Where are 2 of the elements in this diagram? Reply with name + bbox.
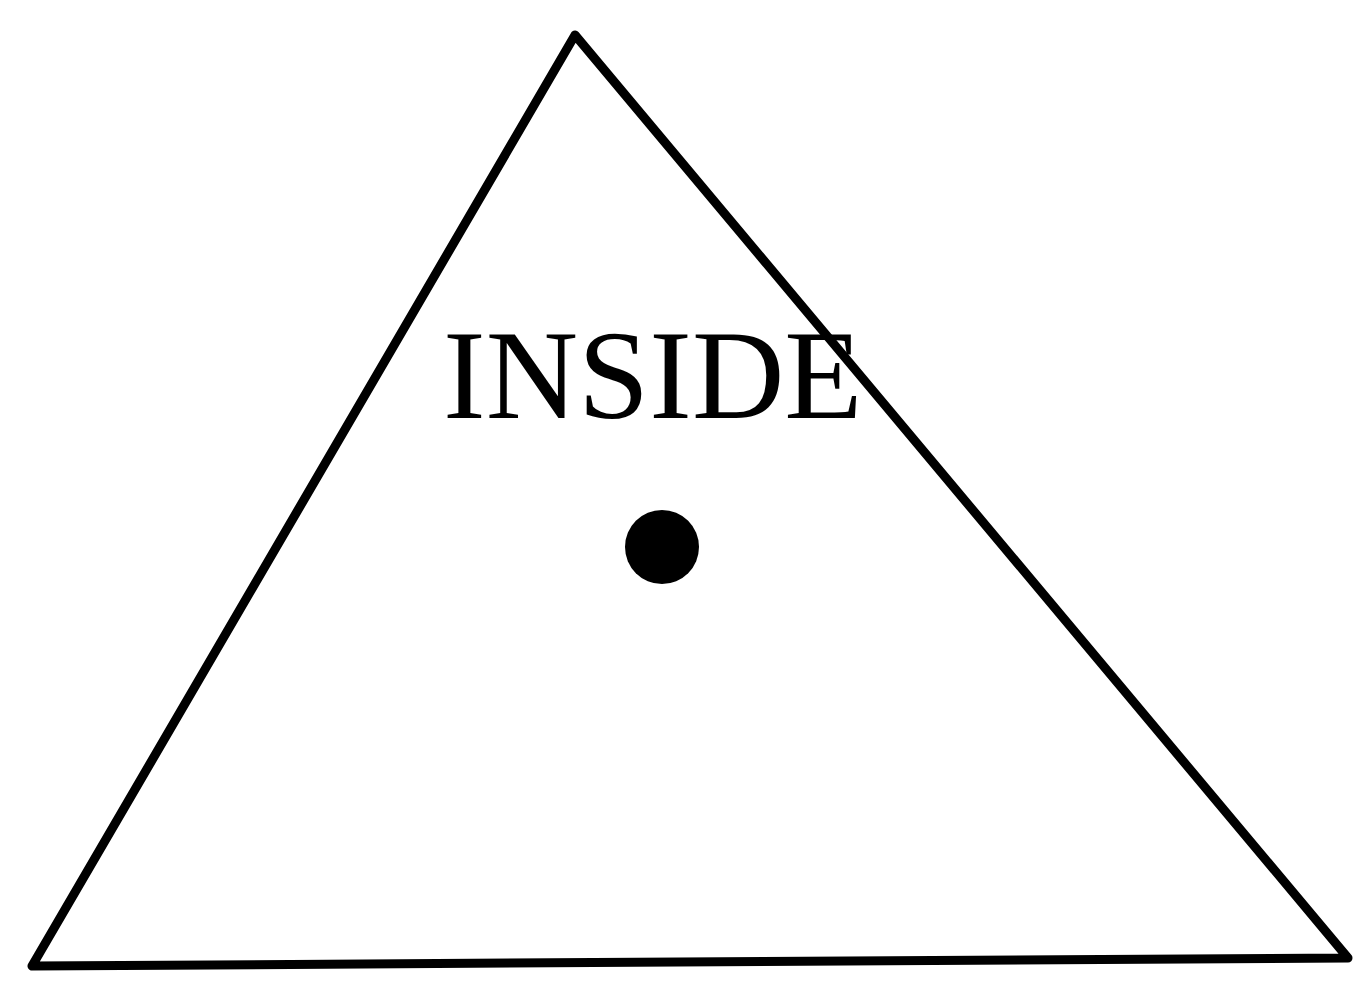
- triangle: [25, 28, 1355, 973]
- shape-label: INSIDE: [443, 311, 863, 439]
